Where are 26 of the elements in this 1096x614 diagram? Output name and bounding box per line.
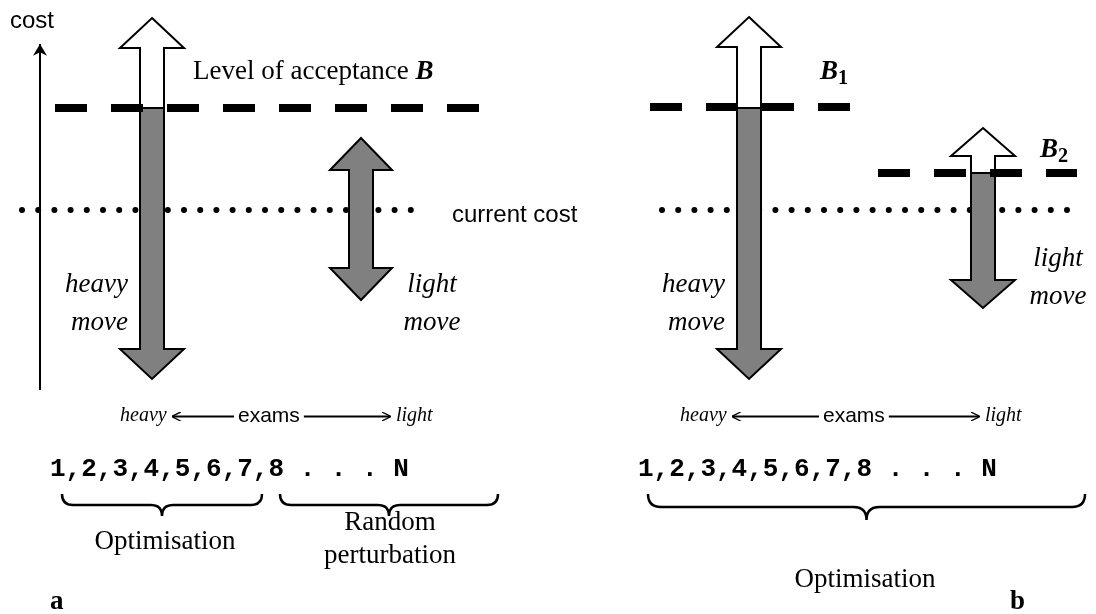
axis-label: exams — [238, 403, 300, 426]
arrow — [171, 411, 235, 422]
axis-label: cost — [10, 5, 54, 35]
line-label: current cost — [452, 199, 578, 229]
axis-label: heavy — [680, 403, 727, 425]
group-label: Optimisation — [93, 524, 237, 557]
level-label: B$_{1}$ — [820, 54, 849, 91]
sequence-label: 1,2,3,4,5,6,7,8 . . . N — [638, 453, 997, 486]
panel-label: a — [50, 584, 64, 614]
level-label: Level of acceptance B — [193, 54, 434, 87]
axis-label: light — [985, 403, 1022, 425]
arrow — [731, 411, 820, 422]
move-label: heavy move — [64, 267, 128, 338]
sequence-label: 1,2,3,4,5,6,7,8 . . . N — [50, 453, 409, 486]
move-label: heavy move — [661, 267, 725, 338]
move-label: light move — [1028, 241, 1088, 312]
move-label: light move — [402, 267, 462, 338]
panel-label: b — [1010, 584, 1026, 614]
group-label: Optimisation — [793, 562, 937, 595]
arrow — [302, 411, 392, 422]
arrow — [887, 411, 981, 422]
axis-label: heavy — [120, 403, 167, 425]
group-label: Random perturbation — [323, 505, 457, 571]
level-label: B$_{2}$ — [1040, 132, 1069, 169]
axis-label: exams — [823, 403, 885, 426]
axis-label: light — [396, 403, 433, 425]
